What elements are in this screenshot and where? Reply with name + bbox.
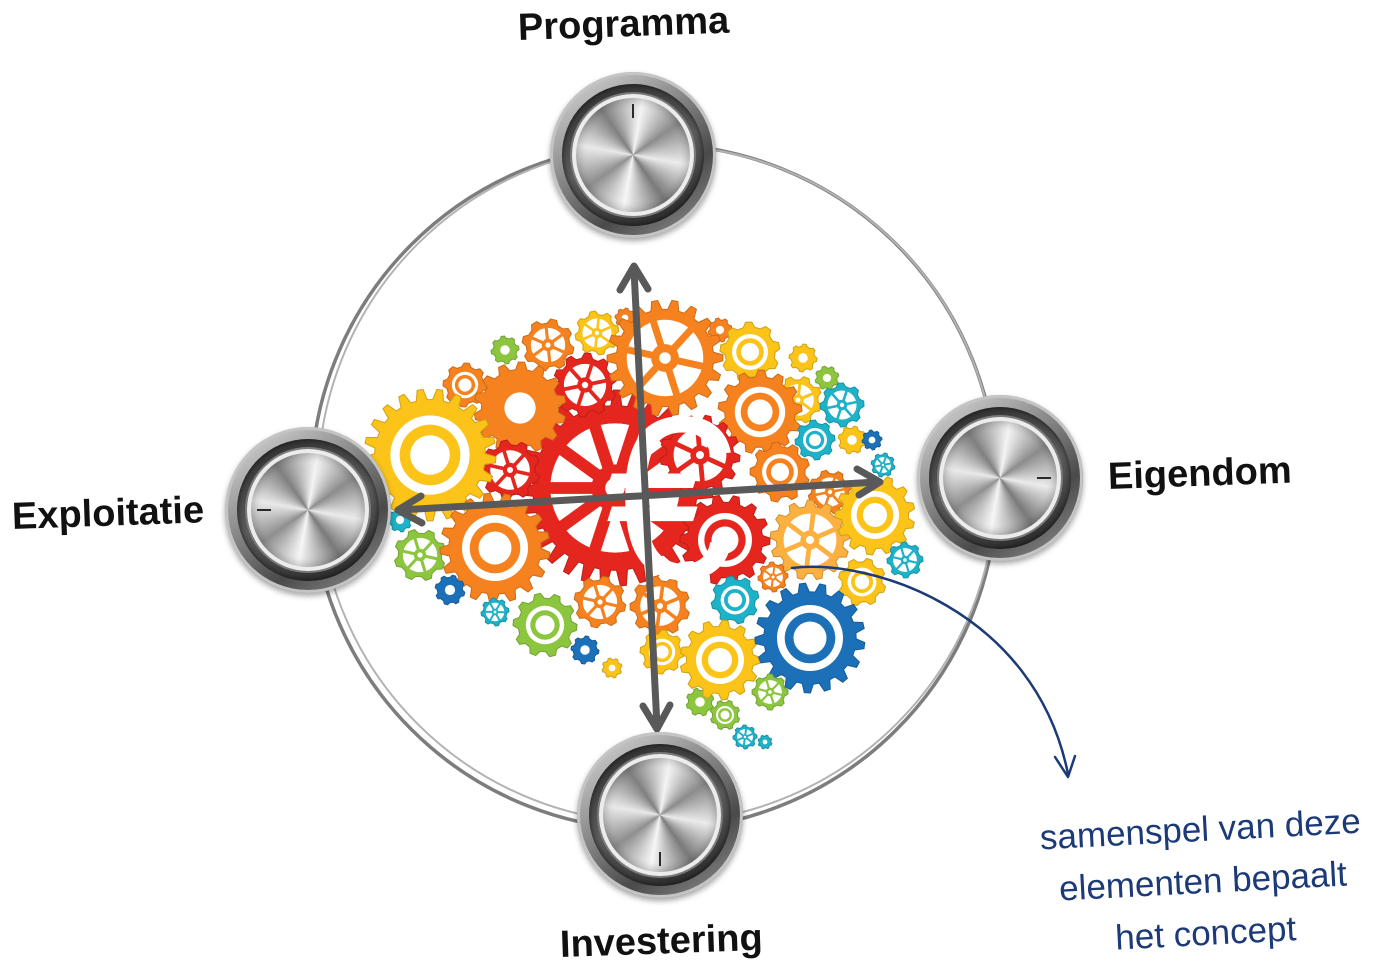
annotation-arrowhead — [1053, 754, 1077, 779]
dial-indicator — [257, 509, 271, 511]
dial-face — [599, 754, 721, 876]
gear — [574, 310, 620, 356]
gear — [837, 425, 867, 455]
gear — [659, 414, 741, 496]
gear — [573, 575, 627, 629]
dial-indicator — [659, 852, 661, 866]
gear — [886, 541, 924, 579]
arrowhead-left — [394, 492, 426, 527]
label-exploitatie: Exploitatie — [11, 489, 205, 538]
dial-indicator — [632, 104, 634, 118]
gear — [552, 352, 618, 418]
horizontal-double-arrow — [394, 465, 884, 527]
cross-arrows — [394, 262, 884, 733]
label-investering: Investering — [559, 916, 764, 966]
gear — [719, 321, 781, 382]
eigendom-dial-icon — [917, 395, 1083, 561]
arrowhead-down — [639, 701, 674, 733]
gear — [757, 561, 789, 593]
gear — [479, 439, 540, 501]
gear — [837, 557, 887, 607]
gear — [751, 673, 789, 711]
gear — [757, 734, 773, 750]
arrowhead-up — [616, 262, 652, 294]
gear — [679, 494, 771, 586]
horizontal-arrow-shaft — [396, 478, 881, 514]
gear — [870, 452, 896, 478]
gear-brain — [363, 299, 924, 750]
arrowhead-right — [853, 465, 884, 499]
annotation-arrow-curve — [790, 565, 1070, 776]
investering-dial-icon — [577, 732, 743, 898]
label-eigendom: Eigendom — [1107, 449, 1293, 498]
exploitatie-dial-icon — [225, 427, 391, 593]
label-programma: Programma — [517, 0, 730, 49]
annotation-text: samenspel van deze elementen bepaalt het… — [1034, 795, 1372, 968]
gear — [570, 635, 600, 665]
gear — [521, 318, 575, 372]
gear — [834, 474, 916, 556]
programma-dial-icon — [550, 72, 716, 238]
dial-indicator — [1037, 477, 1051, 479]
gear — [363, 388, 497, 522]
gear — [439, 492, 551, 604]
gear — [639, 629, 685, 675]
gear — [679, 619, 761, 701]
gear — [754, 582, 866, 694]
dial-face — [247, 449, 369, 571]
dial-face — [939, 417, 1061, 539]
gear — [732, 724, 758, 750]
gear — [394, 529, 446, 581]
gear — [601, 657, 623, 679]
gear — [709, 699, 741, 731]
gear — [480, 597, 510, 627]
gear — [814, 365, 840, 391]
gear — [788, 343, 818, 373]
gear — [490, 335, 520, 365]
gear — [769, 499, 851, 581]
gear — [819, 382, 865, 428]
annotation-arrow — [790, 565, 1077, 779]
dial-face — [572, 94, 694, 216]
gear — [717, 369, 803, 455]
gear — [512, 592, 578, 658]
gear — [434, 574, 466, 606]
gear — [794, 419, 836, 461]
gear — [473, 361, 567, 455]
gear — [861, 429, 883, 451]
gear — [749, 441, 810, 503]
gear — [710, 575, 760, 625]
